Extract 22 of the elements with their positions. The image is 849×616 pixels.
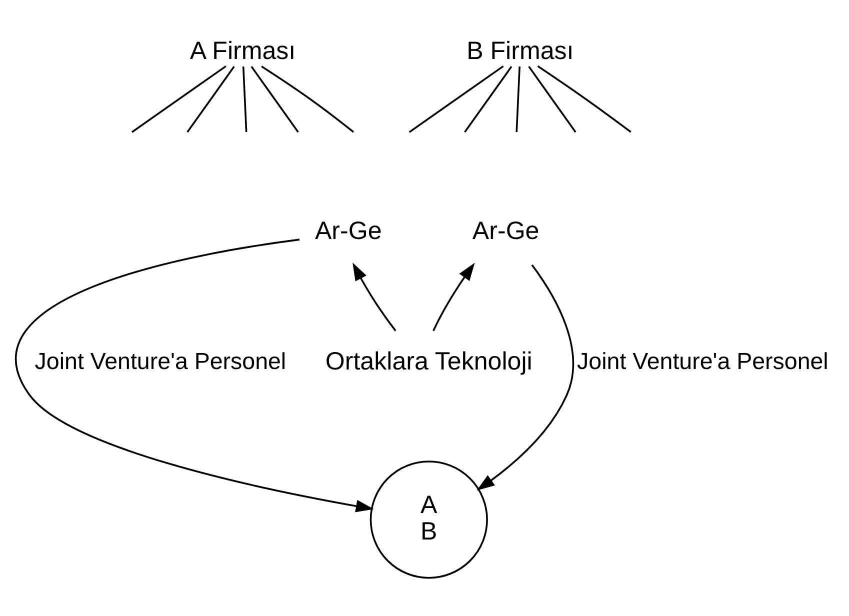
connector — [516, 66, 520, 132]
connector — [242, 66, 248, 132]
connector — [250, 66, 299, 132]
node-text: B Firması — [466, 36, 574, 65]
edge-label: Joint Venture'a Personel — [577, 348, 828, 374]
node-text: Ortaklara Teknoloji — [325, 347, 532, 376]
node-text: Ar-Ge — [314, 216, 382, 245]
arrow — [432, 262, 475, 331]
connector — [528, 66, 576, 132]
connector — [186, 66, 235, 132]
edge-label: Joint Venture'a Personel — [34, 348, 286, 374]
connector — [537, 64, 632, 132]
arrow — [352, 262, 396, 331]
node-circle: A B — [370, 460, 488, 578]
connector — [131, 64, 226, 132]
connector — [464, 66, 512, 132]
node-text: Ar-Ge — [472, 216, 540, 245]
connector — [408, 64, 504, 132]
arrow — [476, 264, 574, 490]
arrow — [16, 238, 374, 512]
connector — [261, 65, 354, 132]
node-text: A Firması — [190, 36, 296, 65]
